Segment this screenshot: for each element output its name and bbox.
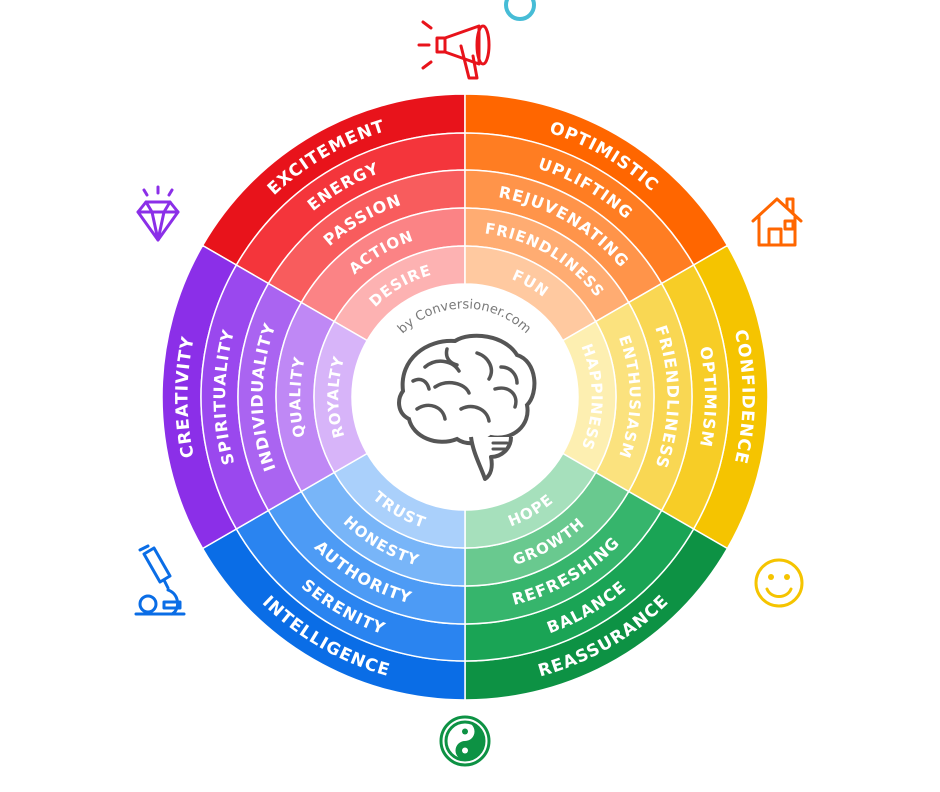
yin-yang-icon — [439, 715, 491, 767]
segment-yellow: CONFIDENCEOPTIMISMFRIENDLINESSENTHUSIASM… — [561, 244, 769, 550]
megaphone-icon — [417, 20, 491, 80]
emotion-label: ROYALTY — [324, 354, 348, 440]
diamond-icon — [136, 185, 180, 242]
wheel-center: by Conversioner.com — [377, 297, 553, 485]
wheel-icons — [134, 20, 804, 767]
house-icon — [751, 197, 803, 247]
emotion-label: QUALITY — [286, 355, 309, 440]
top-edge-mark — [504, 0, 536, 21]
segment-purple: CREATIVITYSPIRITUALITYINDIVIDUALITYQUALI… — [161, 244, 369, 550]
emotion-label: OPTIMISM — [696, 345, 720, 449]
brain-icon — [397, 333, 537, 481]
smiley-icon — [754, 558, 804, 608]
ring-band-purple-5 — [313, 320, 369, 474]
microscope-icon — [134, 544, 186, 616]
